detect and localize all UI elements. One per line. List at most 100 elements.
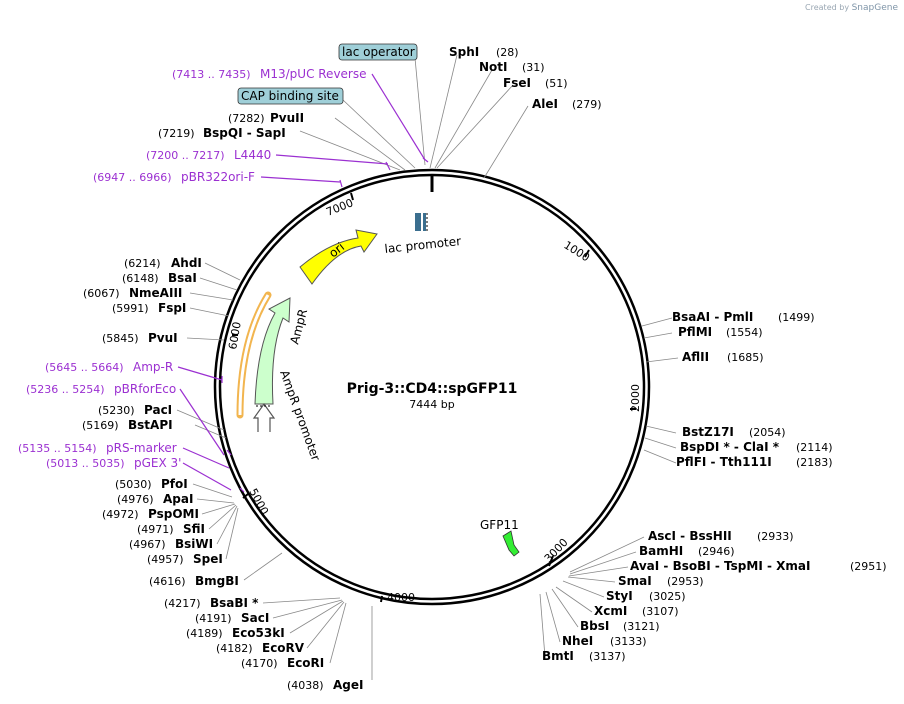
leader-lines-left — [176, 262, 373, 680]
site-pos-sphi: (28) — [496, 46, 519, 59]
site-name-eco53ki: Eco53kI — [232, 626, 285, 640]
site-name-ahdi: AhdI — [171, 256, 202, 270]
site-name-spei: SpeI — [193, 552, 223, 566]
primer-pos-pgex: (5013 .. 5035) — [46, 457, 125, 470]
site-pos-bstapi: (5169) — [82, 419, 119, 432]
leader-lines-right — [539, 317, 679, 658]
ori-arrow — [299, 229, 378, 285]
primer-pos-pbrforeco: (5236 .. 5254) — [26, 383, 105, 396]
tick-label-6000: 6000 — [226, 321, 244, 351]
site-name-bstz17i: BstZ17I — [682, 425, 734, 439]
primer-name-m13: M13/pUC Reverse — [260, 67, 367, 81]
site-pos-bmti: (3137) — [589, 650, 626, 663]
site-pos-bsaai: (1499) — [778, 311, 815, 324]
site-name-noti: NotI — [479, 60, 508, 74]
site-name-pvuii: PvuII — [270, 111, 304, 125]
primer-pos-l4440: (7200 .. 7217) — [146, 149, 225, 162]
primer-pos-m13: (7413 .. 7435) — [172, 68, 251, 81]
site-pos-fsei: (51) — [545, 77, 568, 90]
leader-lines-top — [299, 54, 529, 179]
site-name-bsai: BsaI — [168, 271, 197, 285]
brand-prefix: Created by — [805, 3, 850, 12]
site-name-styi: StyI — [606, 589, 633, 603]
site-pos-apai: (4976) — [117, 493, 154, 506]
site-name-sphi: SphI — [449, 45, 479, 59]
primer-pos-ampr: (5645 .. 5664) — [45, 361, 124, 374]
site-pos-aflii: (1685) — [727, 351, 764, 364]
primer-name-pgex: pGEX 3' — [134, 456, 181, 470]
site-pos-bmgbi: (4616) — [149, 575, 186, 588]
site-pos-bamhi: (2946) — [698, 545, 735, 558]
site-pos-bstz17i: (2054) — [749, 426, 786, 439]
site-pos-bbsi: (3121) — [623, 620, 660, 633]
site-name-bbsi: BbsI — [580, 619, 609, 633]
site-pos-bspdi: (2114) — [796, 441, 833, 454]
tick-label-7000: 7000 — [324, 196, 355, 219]
site-pos-paci: (5230) — [98, 404, 135, 417]
site-pos-pvuii: (7282) — [228, 112, 265, 125]
site-pos-ecorv: (4182) — [216, 642, 253, 655]
site-pos-xcmi: (3107) — [642, 605, 679, 618]
site-name-ecorv: EcoRV — [262, 641, 305, 655]
site-name-avai: AvaI - BsoBI - TspMI - XmaI — [630, 559, 810, 573]
primer-name-pbrforeco: pBRforEco — [114, 382, 176, 396]
lac-operator-box — [338, 43, 418, 61]
ampr-highlight-core — [238, 294, 270, 416]
lac-operator-label: lac operator — [342, 45, 415, 59]
site-name-bsabi: BsaBI * — [210, 596, 259, 610]
site-pos-pflmi: (1554) — [726, 326, 763, 339]
primer-leaders-left — [177, 366, 245, 493]
site-name-pflfi: PflFI - Tth111I — [676, 455, 772, 469]
site-pos-pvui: (5845) — [102, 332, 139, 345]
site-name-aflii: AflII — [682, 350, 709, 364]
site-name-bsiwi: BsiWI — [175, 537, 213, 551]
site-pos-smai: (2953) — [667, 575, 704, 588]
site-pos-agei: (4038) — [287, 679, 324, 692]
cap-site-box — [237, 87, 344, 105]
site-name-nmeaiii: NmeAIII — [129, 286, 182, 300]
site-name-bsaai: BsaAI - PmlI — [672, 310, 753, 324]
gfp11-arrow — [502, 530, 520, 557]
site-pos-bsai: (6148) — [122, 272, 159, 285]
brand-watermark: Created by SnapGene — [805, 3, 898, 13]
site-pos-alei: (279) — [572, 98, 602, 111]
primer-name-l4440: L4440 — [234, 148, 271, 162]
site-name-bspqi: BspQI - SapI — [203, 126, 286, 140]
ampr-promoter-arrow — [252, 402, 276, 432]
site-pos-ecori: (4170) — [241, 657, 278, 670]
site-name-bspdi: BspDI * - ClaI * — [680, 440, 780, 454]
site-pos-ahdi: (6214) — [124, 257, 161, 270]
site-pos-asci: (2933) — [757, 530, 794, 543]
site-pos-bspqi: (7219) — [158, 127, 195, 140]
site-name-apai: ApaI — [163, 492, 193, 506]
site-pos-avai: (2951) — [850, 560, 887, 573]
backbone-outer — [213, 168, 651, 606]
gfp11-label: GFP11 — [480, 518, 519, 532]
site-pos-sfii: (4971) — [137, 523, 174, 536]
site-name-paci: PacI — [144, 403, 172, 417]
site-pos-nmeaiii: (6067) — [83, 287, 120, 300]
site-pos-pspomi: (4972) — [102, 508, 139, 521]
primer-name-prs: pRS-marker — [106, 441, 177, 455]
tick-label-2000: 2000 — [629, 384, 642, 412]
site-name-nhei: NheI — [562, 634, 593, 648]
site-pos-spei: (4957) — [147, 553, 184, 566]
site-name-xcmi: XcmI — [594, 604, 627, 618]
site-pos-saci: (4191) — [195, 612, 232, 625]
lac-promoter-block — [415, 213, 421, 231]
brand-name: SnapGene — [851, 3, 898, 13]
site-name-pvui: PvuI — [148, 331, 178, 345]
cap-site-label: CAP binding site — [241, 89, 339, 103]
site-name-bmgbi: BmgBI — [195, 574, 239, 588]
site-name-bstapi: BstAPI — [128, 418, 173, 432]
site-name-smai: SmaI — [618, 574, 652, 588]
backbone-inner — [218, 173, 646, 601]
site-pos-styi: (3025) — [649, 590, 686, 603]
primer-name-ampr: Amp-R — [133, 360, 173, 374]
site-name-asci: AscI - BssHII — [648, 529, 732, 543]
primer-leaders-top — [260, 73, 429, 188]
site-pos-nhei: (3133) — [610, 635, 647, 648]
site-name-ecori: EcoRI — [287, 656, 324, 670]
site-name-saci: SacI — [241, 611, 269, 625]
site-pos-pflfi: (2183) — [796, 456, 833, 469]
